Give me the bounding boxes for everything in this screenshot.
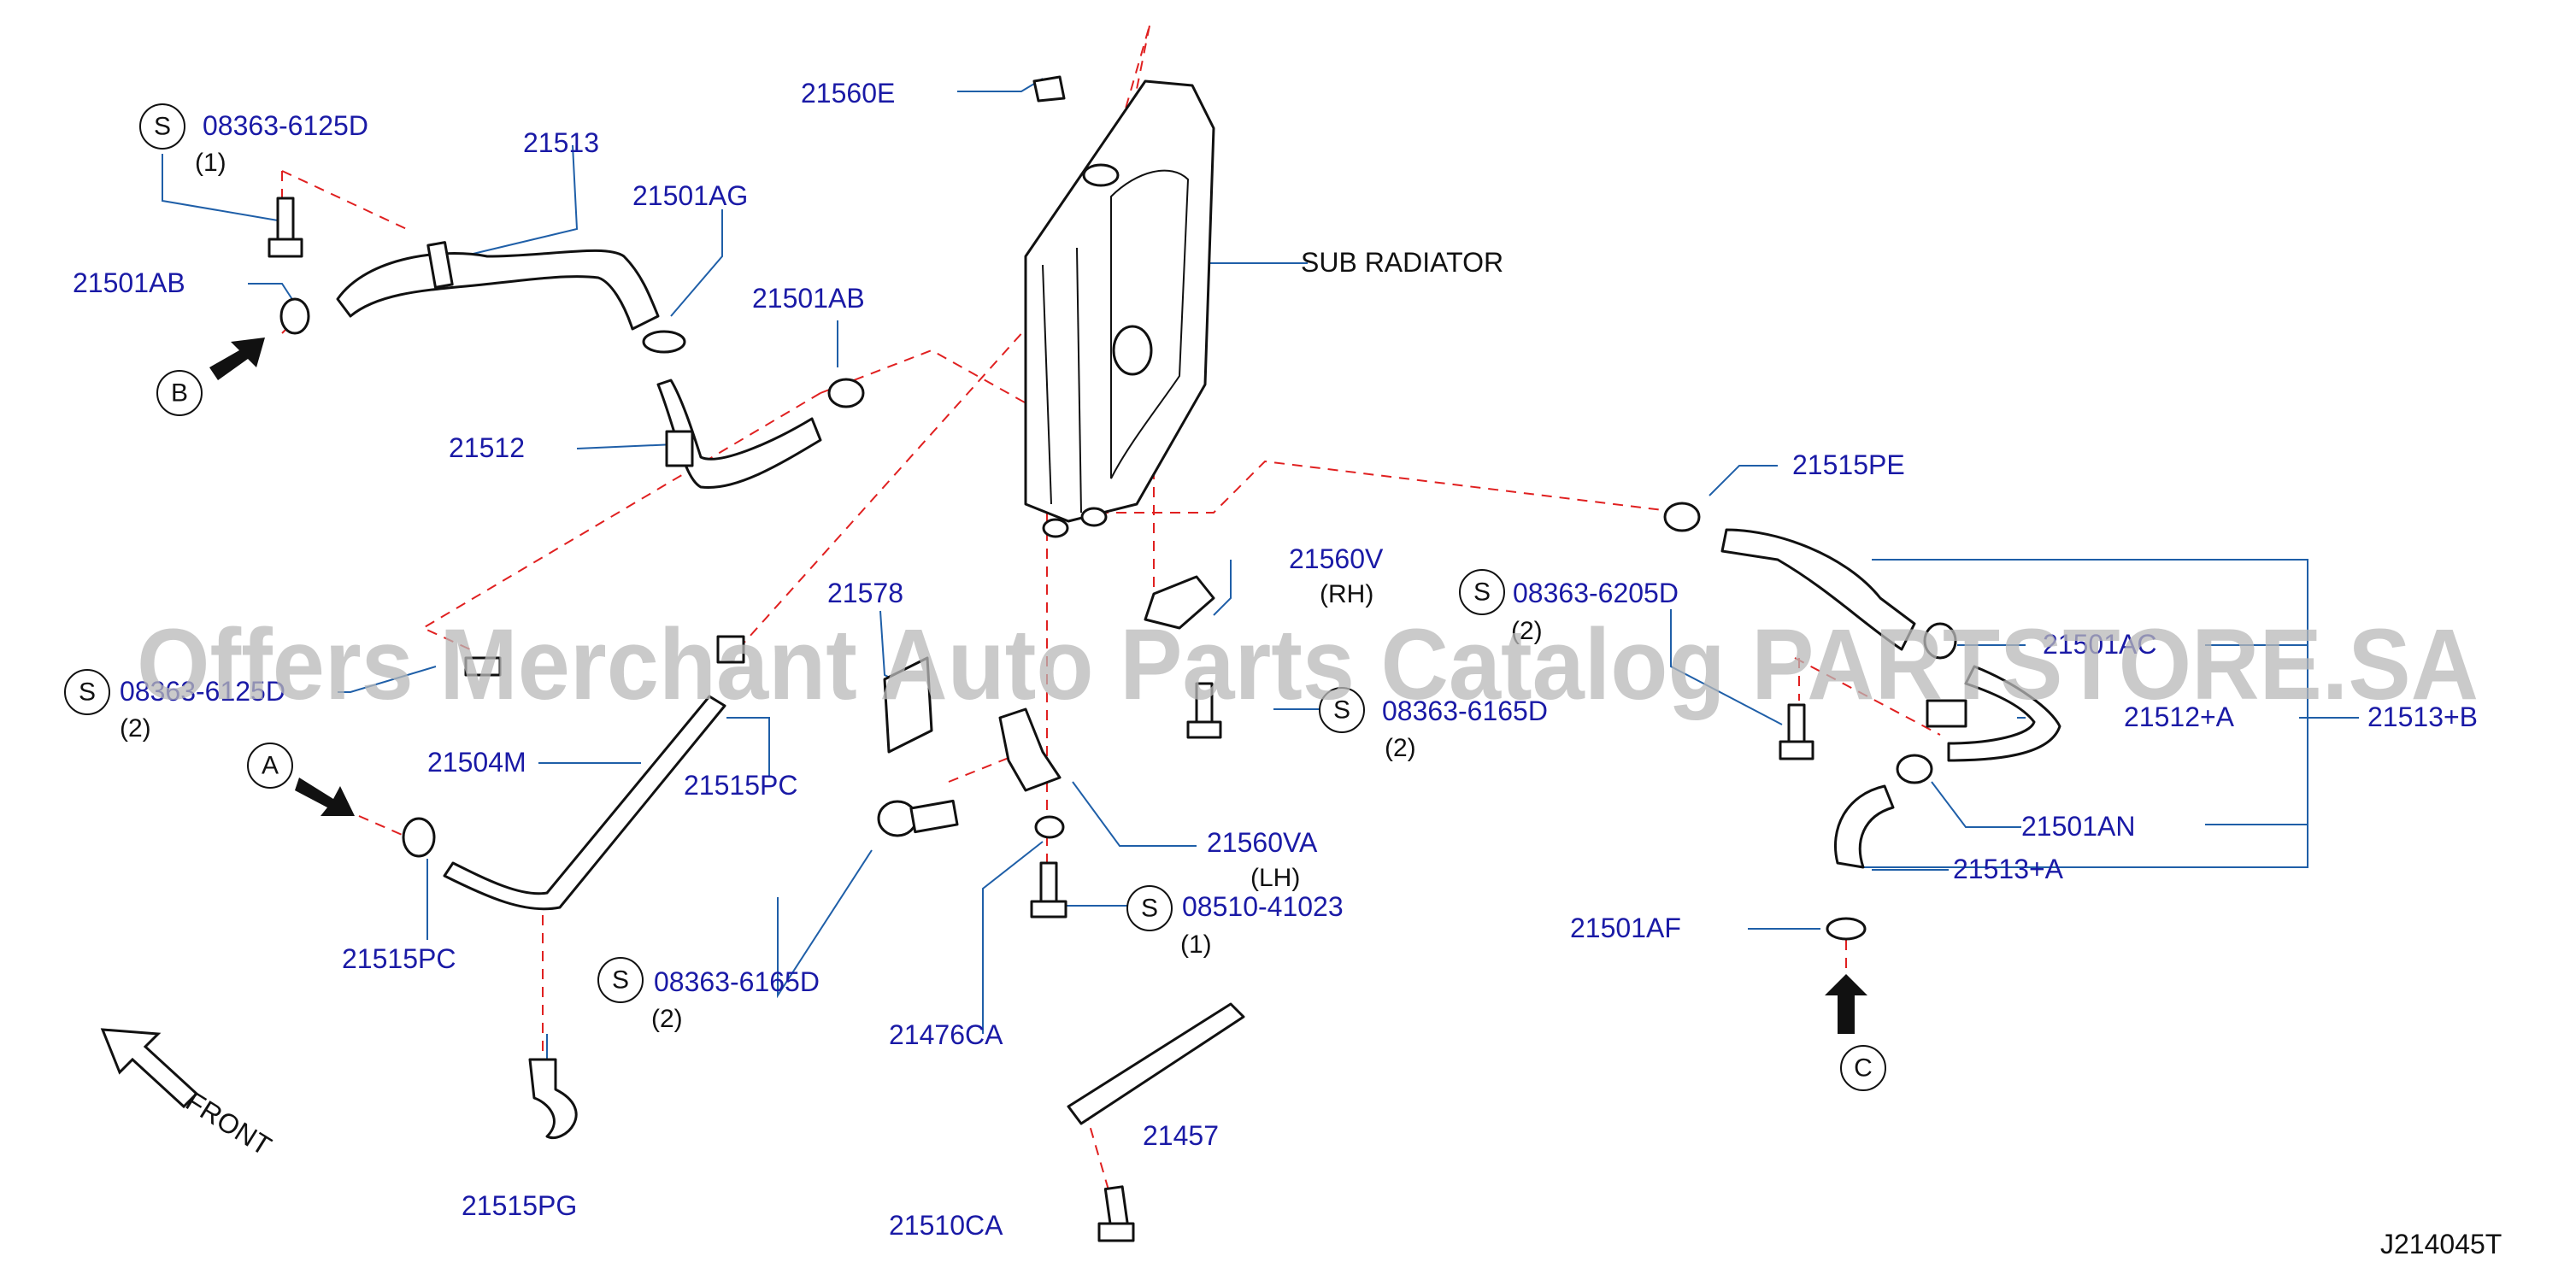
b-marker: B — [156, 370, 203, 416]
bolt-21510CA — [1097, 1185, 1135, 1242]
b-marker-label: B — [171, 379, 188, 408]
part-label-21513B: 21513+B — [2367, 702, 2478, 732]
part-label-21501AB-left: 21501AB — [73, 267, 185, 298]
part-label-08363-6165D-right: 08363-6165D — [1382, 696, 1548, 726]
qty-label: (2) — [1511, 617, 1543, 645]
stay-21457 — [1067, 1002, 1245, 1125]
part-label-21515PE: 21515PE — [1792, 449, 1905, 480]
clamp-21515PC-upper — [464, 635, 745, 677]
part-label-21515PG: 21515PG — [462, 1190, 577, 1221]
part-label-21501AC: 21501AC — [2043, 629, 2156, 660]
part-label-21578: 21578 — [827, 578, 903, 608]
a-marker-label: A — [262, 752, 279, 780]
part-label-21560VA: 21560VA — [1207, 827, 1318, 858]
side-label-lh: (LH) — [1250, 864, 1300, 892]
part-label-08363-6125D-low: 08363-6125D — [120, 676, 285, 707]
bolt-08363-6165D-left — [877, 799, 959, 837]
part-label-21501AB-mid: 21501AB — [752, 283, 865, 314]
part-label-21501AN: 21501AN — [2021, 811, 2135, 842]
arrow-a-icon — [295, 778, 355, 816]
part-label-21512: 21512 — [449, 432, 525, 463]
sub-radiator-label: SUB RADIATOR — [1301, 247, 1503, 278]
front-label: FRONT — [180, 1085, 277, 1161]
clamp-21501AC — [1923, 622, 1957, 660]
s-marker: S — [64, 669, 110, 715]
hose-21512A — [1947, 665, 2061, 762]
a-marker: A — [247, 743, 293, 789]
hose-band — [426, 241, 454, 289]
part-label-21513: 21513 — [523, 127, 599, 158]
bolt-08363-6125D-top — [268, 197, 303, 258]
direction-arrows — [100, 338, 1867, 1109]
qty-label: (2) — [120, 714, 151, 743]
part-label-08363-6125D-top: 08363-6125D — [203, 110, 368, 141]
sub-radiator-body — [1024, 79, 1215, 523]
part-label-08363-6165D-left: 08363-6165D — [654, 966, 820, 997]
s-marker: S — [1459, 569, 1505, 615]
clamp-21515PE — [1663, 502, 1701, 532]
qty-label: (2) — [1385, 734, 1416, 762]
clamp-21501AF — [1826, 917, 1867, 941]
clamp-21501AB-mid — [827, 378, 865, 408]
clamp-21501AN — [1896, 754, 1933, 784]
s-marker-label: S — [1141, 895, 1158, 923]
s-marker-label: S — [79, 678, 96, 707]
clamp-21515PC-lower — [402, 817, 436, 858]
c-marker-label: C — [1854, 1054, 1873, 1083]
part-label-21504M: 21504M — [427, 747, 526, 778]
part-label-21501AG: 21501AG — [632, 180, 748, 211]
pad-21578 — [883, 656, 933, 754]
s-marker-label: S — [154, 113, 171, 141]
bracket-21512 — [665, 430, 694, 467]
bracket-21560V — [1144, 575, 1215, 630]
part-label-21457: 21457 — [1143, 1120, 1219, 1151]
clip-21515PG — [528, 1058, 578, 1139]
s-marker: S — [139, 103, 185, 150]
c-marker: C — [1840, 1045, 1886, 1091]
part-label-08510-41023: 08510-41023 — [1182, 891, 1344, 922]
part-label-21515PC-upper: 21515PC — [684, 770, 797, 801]
bolt-08363-6205D — [1779, 703, 1814, 760]
hose-21504M — [443, 695, 726, 911]
front-arrow-icon — [100, 1028, 199, 1109]
part-label-21515PC-lower: 21515PC — [342, 943, 456, 974]
arrow-b-icon — [209, 338, 265, 380]
hose-21513A — [1833, 784, 1895, 869]
hose-21513 — [336, 249, 660, 331]
s-marker-label: S — [1333, 696, 1350, 725]
side-label-rh: (RH) — [1320, 580, 1373, 608]
leader-lines — [162, 78, 2359, 1060]
clamp-21501AG — [642, 330, 686, 354]
s-marker: S — [597, 957, 644, 1003]
qty-label: (2) — [651, 1005, 683, 1033]
s-marker: S — [1126, 885, 1173, 931]
part-label-21476CA: 21476CA — [889, 1019, 1003, 1050]
bracket-21512A — [1926, 699, 1967, 728]
sheet-code: J214045T — [2380, 1229, 2502, 1259]
bolt-08510-41023 — [1030, 861, 1067, 919]
part-label-21513A: 21513+A — [1953, 854, 2064, 884]
bolt-08363-6165D-right — [1186, 682, 1222, 739]
clamp-21501AB-left — [279, 297, 310, 335]
part-label-21560E: 21560E — [801, 78, 895, 109]
part-label-21510CA: 21510CA — [889, 1210, 1003, 1241]
s-marker-label: S — [1473, 578, 1491, 607]
part-label-21501AF: 21501AF — [1570, 913, 1681, 943]
qty-label: (1) — [195, 149, 226, 177]
part-label-21512A: 21512+A — [2124, 702, 2235, 732]
washer-21476CA — [1034, 815, 1065, 839]
s-marker: S — [1319, 687, 1365, 733]
arrow-c-icon — [1825, 974, 1867, 1034]
clip-21560E — [1032, 75, 1066, 103]
part-drawings — [268, 75, 2061, 1242]
part-label-08363-6205D: 08363-6205D — [1513, 578, 1679, 608]
hose-21513B — [1720, 528, 1916, 651]
bracket-21560VA — [998, 707, 1062, 792]
watermark-text: Offers Merchant Auto Parts Catalog PARTS… — [137, 608, 2479, 721]
part-label-21560V: 21560V — [1289, 543, 1384, 574]
s-marker-label: S — [612, 966, 629, 995]
qty-label: (1) — [1180, 930, 1212, 959]
markers: S B S A S S S S — [64, 103, 1886, 1091]
